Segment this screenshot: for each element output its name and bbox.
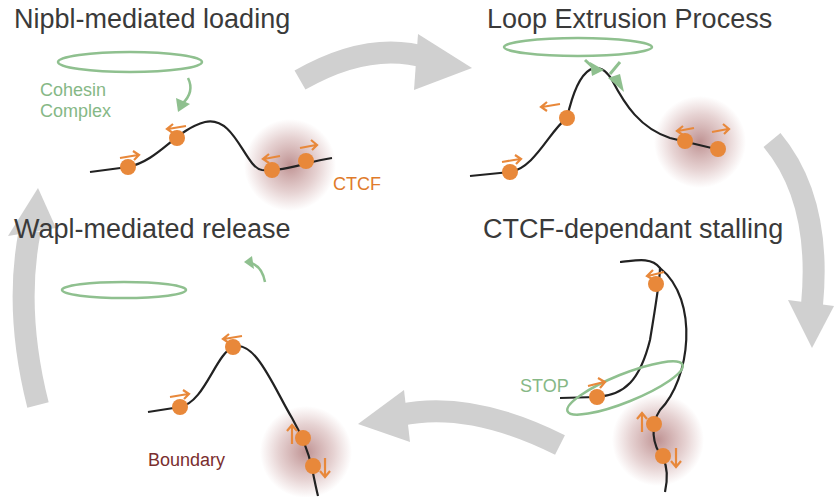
ctcf-orientation bbox=[120, 102, 729, 477]
chromatin bbox=[90, 68, 720, 496]
cohesin-label: Cohesin Complex bbox=[40, 80, 120, 121]
cycle-arrows bbox=[8, 34, 834, 445]
stage-title: Nipbl-mediated loading bbox=[14, 4, 290, 35]
ctcf-label: CTCF bbox=[333, 174, 381, 195]
stage-title: Wapl-mediated release bbox=[14, 214, 291, 245]
boundary-halo bbox=[244, 119, 336, 211]
boundary-label: Boundary bbox=[148, 450, 225, 471]
extrusion-marks bbox=[585, 60, 620, 74]
boundary-halo bbox=[260, 406, 352, 497]
ctcf-dot bbox=[120, 110, 726, 474]
stage-title: CTCF-dependant stalling bbox=[483, 214, 783, 245]
boundary-halo bbox=[654, 96, 746, 188]
boundary-halo bbox=[612, 394, 704, 486]
stop-label: STOP bbox=[520, 376, 569, 397]
stage-title: Loop Extrusion Process bbox=[487, 4, 772, 35]
